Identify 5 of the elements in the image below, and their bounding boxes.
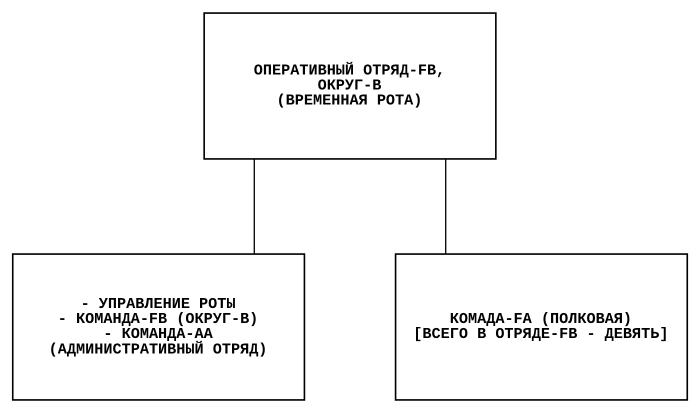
connector: [445, 158, 446, 254]
connector: [254, 158, 255, 254]
node-box: КОМАДА-FA (ПОЛКОВАЯ) [ВСЕГО В ОТРЯДЕ-FB - ДЕВЯТЬ]: [394, 253, 688, 401]
node-box: ОПЕРАТИВНЫЙ ОТРЯД-FB, ОКРУГ-В (ВРЕМЕННАЯ РОТА): [203, 12, 497, 160]
node-box: - УПРАВЛЕНИЕ РОТЫ - КОМАНДА-FB (ОКРУГ-В) - КОМАНДА-АА (АДМИНИСТРАТИВНЫЙ ОТРЯД): [12, 253, 306, 401]
